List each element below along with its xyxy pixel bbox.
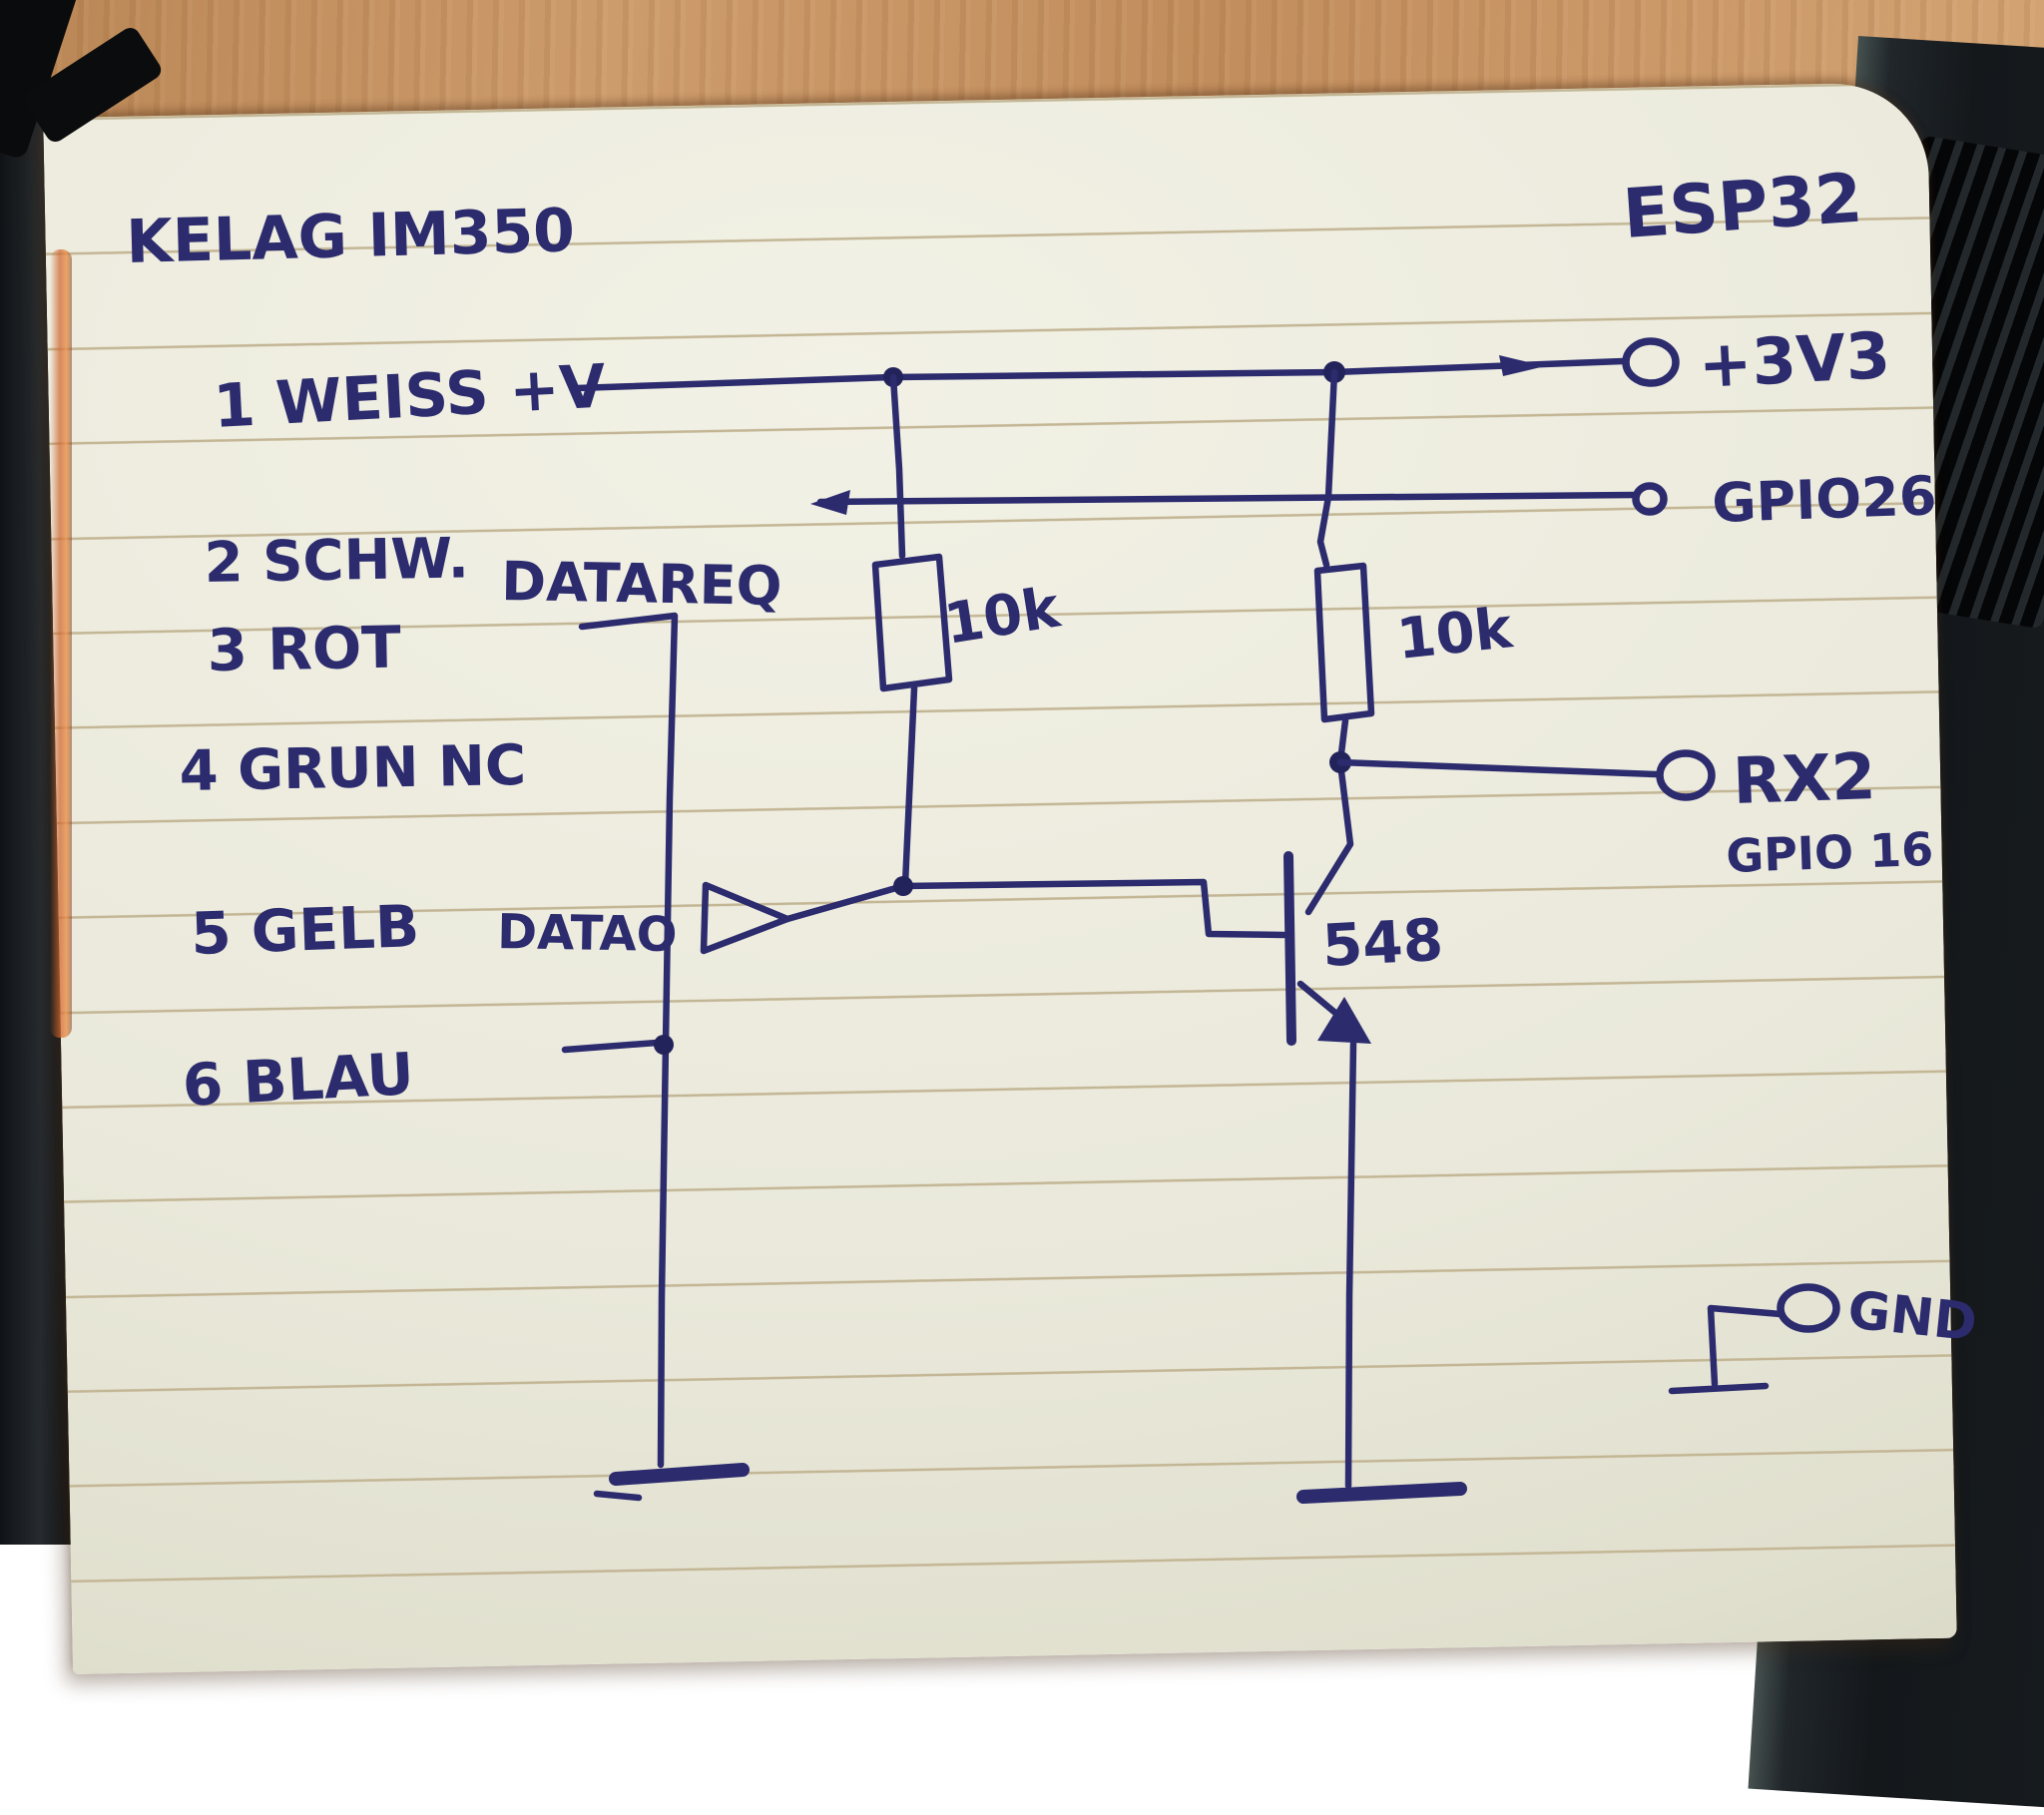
page-edge-stack <box>50 249 72 1038</box>
wire-3v3-rail <box>573 337 1680 392</box>
junction-dot <box>654 1035 674 1055</box>
resistor-r1 <box>871 373 953 888</box>
device-title: KELAG IM350 <box>126 196 576 277</box>
transistor-collector <box>1304 759 1354 916</box>
gnd-terminal <box>1668 1283 1840 1395</box>
wire-datao <box>700 876 1287 955</box>
ground-symbol-emitter <box>1296 1482 1467 1504</box>
terminal-circle-gpio26 <box>1632 482 1668 516</box>
terminal-circle-rx2 <box>1656 749 1716 801</box>
terminal-3v3-label: +3V3 <box>1697 319 1892 403</box>
buffer-triangle <box>700 881 791 955</box>
direction-arrow-3v3 <box>1499 355 1545 376</box>
terminal-gpio26-label: GPIO26 <box>1711 464 1937 535</box>
terminal-circle-3v3 <box>1622 337 1680 387</box>
wire-blau <box>561 1039 661 1054</box>
pin5-label: 5 GELB <box>190 892 420 968</box>
resistor-r2-value: 10k <box>1394 596 1517 673</box>
wire-rx2 <box>1336 749 1716 801</box>
emitter-arrowhead <box>1317 997 1371 1044</box>
ground-symbol-left <box>609 1463 750 1486</box>
pin5-signal-label: DATAO <box>497 904 678 963</box>
junction-dot <box>893 876 913 896</box>
transistor-548 <box>1283 759 1371 1490</box>
circuit-schematic: KELAG IM350 ESP32 1 WEISS +V 2 SCHW. DAT… <box>126 159 1980 1504</box>
pin4-label: 4 GRUN NC <box>179 733 526 804</box>
terminal-rx2-label: RX2 <box>1732 740 1877 819</box>
transistor-base-bar <box>1283 851 1296 1046</box>
wire-ground-rail <box>561 612 750 1502</box>
pin6-label: 6 BLAU <box>181 1040 415 1120</box>
terminal-gnd-label: GND <box>1845 1280 1980 1353</box>
pin3-label: 3 ROT <box>207 614 402 684</box>
resistor-r1-body <box>871 553 953 692</box>
ground-symbol-gnd <box>1668 1382 1770 1395</box>
wire-datareq <box>810 482 1668 516</box>
pin2-label: 2 SCHW. <box>204 526 469 596</box>
mcu-title: ESP32 <box>1621 159 1865 254</box>
pin1-label: 1 WEISS +V <box>212 351 608 442</box>
terminal-rx2-gpio-label: GPIO 16 <box>1725 822 1933 883</box>
pin2-signal-label: DATAREQ <box>501 550 782 618</box>
transistor-label: 548 <box>1320 906 1444 980</box>
resistor-r2 <box>1313 368 1375 773</box>
transistor-emitter <box>1296 980 1345 1022</box>
resistor-r1-value: 10k <box>940 575 1066 657</box>
resistor-r2-body <box>1313 562 1375 723</box>
terminal-circle-gnd <box>1777 1283 1840 1333</box>
